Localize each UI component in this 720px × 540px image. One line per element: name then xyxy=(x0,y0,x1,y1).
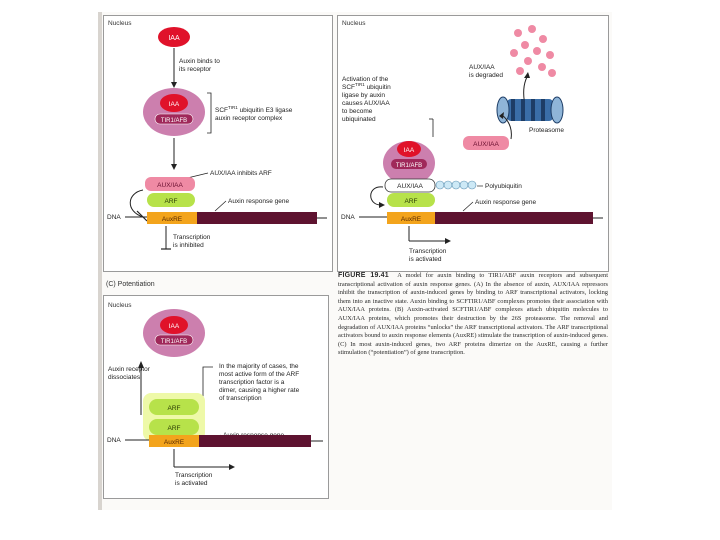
response-gene-label: Auxin response gene xyxy=(475,199,536,206)
nucleus-label: Nucleus xyxy=(342,20,366,27)
polyubiquitin-chain xyxy=(435,180,477,190)
aux-iaa-label: AUX/IAA xyxy=(157,182,183,189)
activation-line6: ubiquinated xyxy=(342,116,376,123)
aux-iaa-repressor xyxy=(145,177,195,191)
tir-label: TIR1/AFB xyxy=(161,339,187,345)
arf2-label: ARF xyxy=(168,425,181,432)
complex-bracket xyxy=(207,92,212,134)
dna-label: DNA xyxy=(107,214,121,221)
polyubiquitin-label: Polyubiquitin xyxy=(485,183,522,190)
auxre-element xyxy=(149,435,199,447)
response-gene-dna xyxy=(435,212,593,224)
panel-a xyxy=(103,15,333,272)
activation-line4: causes AUX/IAA xyxy=(342,100,390,107)
bound-iaa xyxy=(397,141,421,157)
bound-iaa-label: IAA xyxy=(404,147,415,154)
majority-line4: dimer, causing a higher rate xyxy=(219,387,300,394)
degraded-line1: AUX/IAA xyxy=(469,64,495,71)
arf-label: ARF xyxy=(165,198,178,205)
figure-caption: FIGURE 19.41 A model for auxin binding t… xyxy=(338,272,608,358)
transcription-line2: is inhibited xyxy=(173,242,204,249)
figure-caption-text: A model for auxin binding to TIR1/ABF au… xyxy=(338,272,609,357)
aux-iaa-label: AUX/IAA xyxy=(397,183,423,190)
nucleus-label: Nucleus xyxy=(108,20,132,27)
proteasome xyxy=(496,96,564,124)
aux-iaa-pink-label: AUX/IAA xyxy=(473,141,499,148)
tir-label: TIR1/AFB xyxy=(161,118,187,124)
section-c-title: (C) Potentiation xyxy=(106,281,155,288)
arf-factor-2 xyxy=(149,419,199,435)
auxin-binds-line2: its receptor xyxy=(179,66,212,73)
majority-line5: of transcription xyxy=(219,395,262,402)
figure-label: FIGURE 19.41 xyxy=(338,272,389,279)
majority-line1: In the majority of cases, the xyxy=(219,363,299,370)
dna-label: DNA xyxy=(341,214,355,221)
aux-inhibits-label: AUX/IAA inhibits ARF xyxy=(210,170,272,177)
bound-iaa xyxy=(160,316,188,334)
arf-factor-1 xyxy=(149,399,199,415)
scf-label-line2: auxin receptor complex xyxy=(215,115,283,122)
iaa-molecule xyxy=(158,27,190,47)
response-gene-dna xyxy=(199,435,311,447)
auxre-label: AuxRE xyxy=(162,216,183,223)
degraded-line2: is degraded xyxy=(469,72,503,79)
activation-line5: to become xyxy=(342,108,373,115)
bound-iaa-label: IAA xyxy=(169,323,180,330)
response-gene-dna xyxy=(197,212,317,224)
transcription-line1: Transcription xyxy=(173,234,211,241)
activation-line1: Activation of the xyxy=(342,76,389,83)
ubiquitinated-aux-iaa xyxy=(463,136,509,150)
arf-label: ARF xyxy=(405,198,418,205)
auxre-element xyxy=(147,212,197,224)
arf1-label: ARF xyxy=(168,405,181,412)
transcription-line1: Transcription xyxy=(175,472,213,479)
transcription-line2: is activated xyxy=(409,256,442,263)
proteasome-label: Proteasome xyxy=(529,127,564,134)
panel-c-diagram: Nucleus IAA TIR1/AFB Auxin receptor diss… xyxy=(107,302,323,487)
auxre-label: AuxRE xyxy=(401,216,422,223)
page-binding-shadow xyxy=(98,12,102,510)
auxre-element xyxy=(387,212,435,224)
receptor-dissociates-line2: dissociates xyxy=(108,374,141,381)
scf-label: SCFTIR1 ubiquitin E3 ligase xyxy=(215,105,293,114)
bound-iaa-label: IAA xyxy=(169,101,180,108)
arf-factor xyxy=(147,193,195,207)
tir-label: TIR1/AFB xyxy=(396,163,422,169)
arf-factor xyxy=(387,193,435,207)
activation-line2: SCFTIR1 ubiquitin xyxy=(342,82,391,91)
auxre-label: AuxRE xyxy=(164,439,185,446)
dna-label: DNA xyxy=(107,437,121,444)
majority-line2: most active form of the ARF xyxy=(219,371,299,378)
response-gene-label: Auxin response gene xyxy=(228,198,289,205)
transcription-line1: Transcription xyxy=(409,248,447,255)
aux-iaa-dissociating xyxy=(384,178,436,193)
iaa-label: IAA xyxy=(168,35,180,42)
receptor-dissociates-line1: Auxin receptor xyxy=(108,366,151,373)
bound-iaa xyxy=(160,94,188,112)
auxin-binds-line1: Auxin binds to xyxy=(179,58,220,65)
panel-a-diagram: Nucleus IAA Auxin binds to its receptor … xyxy=(107,20,327,250)
transcription-line2: is activated xyxy=(175,480,208,487)
activation-line3: ligase by auxin xyxy=(342,92,385,99)
majority-line3: transcription factor is a xyxy=(219,379,285,386)
degraded-fragments xyxy=(510,25,556,77)
panel-b-diagram: Nucleus AUX/IAA is degraded Proteasome A… xyxy=(341,20,603,263)
nucleus-label: Nucleus xyxy=(108,302,132,309)
